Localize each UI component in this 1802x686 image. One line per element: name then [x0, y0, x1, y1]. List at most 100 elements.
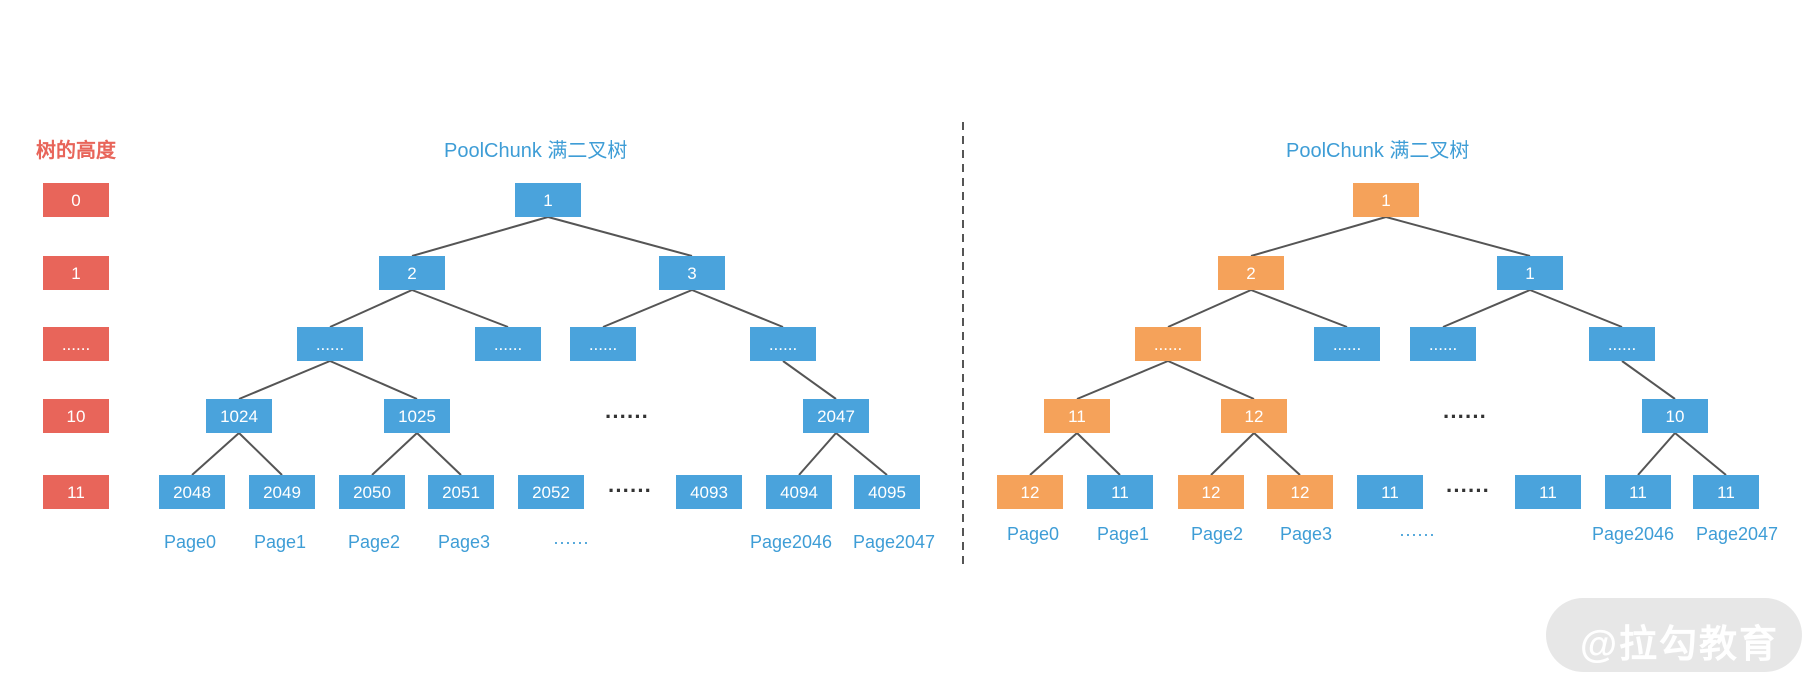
- right-edge-root-l1_right: [1385, 216, 1531, 257]
- left-node-box: [339, 475, 405, 509]
- left-node-box: [518, 475, 584, 509]
- right-edge-l3_c-l4_g: [1637, 432, 1676, 476]
- tree-edges: [191, 216, 1727, 476]
- right-node-l4_e: 11: [1357, 475, 1423, 509]
- left-page-label-0: Page0: [163, 532, 217, 552]
- right-edge-l1_left-l2_a: [1167, 289, 1252, 328]
- left-node-box: [384, 399, 450, 433]
- right-page-label-1: Page1: [1096, 524, 1150, 544]
- left-node-label: 4094: [780, 483, 818, 502]
- ellipses: ······ ······ ······ ······: [605, 404, 1490, 503]
- left-node-l1_right: 3: [659, 256, 725, 290]
- height-level-label: 10: [67, 407, 86, 426]
- right-node-l2_a: ......: [1135, 327, 1201, 361]
- left-node-box: [750, 327, 816, 361]
- left-ellipsis-mid: ······: [605, 404, 649, 429]
- height-level-box: [43, 183, 109, 217]
- right-node-l3_a: 11: [1044, 399, 1110, 433]
- left-node-l4_g: 4094: [766, 475, 832, 509]
- right-ellipsis-leaf: ······: [1446, 478, 1490, 503]
- watermark-text: @拉勾教育: [1580, 624, 1780, 666]
- right-node-box: [1515, 475, 1581, 509]
- right-node-box: [1497, 256, 1563, 290]
- right-edge-l2_a-l3_a: [1076, 360, 1169, 400]
- left-node-label: 4093: [690, 483, 728, 502]
- left-node-l2_d: ......: [750, 327, 816, 361]
- right-node-label: 1: [1381, 191, 1390, 210]
- right-node-label: ......: [1608, 335, 1636, 354]
- left-edge-l3_b-l4_d: [416, 432, 462, 476]
- right-ellipsis-mid: ······: [1443, 404, 1487, 429]
- left-node-l4_f: 4093: [676, 475, 742, 509]
- left-node-label: ......: [494, 335, 522, 354]
- right-edge-l2_a-l3_b: [1167, 360, 1255, 400]
- left-node-box: [159, 475, 225, 509]
- left-node-label: 3: [687, 264, 696, 283]
- right-node-l3_b: 12: [1221, 399, 1287, 433]
- left-node-box: [570, 327, 636, 361]
- right-node-l4_d: 12: [1267, 475, 1333, 509]
- left-page-label-2: Page2: [347, 532, 401, 552]
- left-node-label: 2051: [442, 483, 480, 502]
- tree-height-title: 树的高度: [36, 140, 116, 162]
- right-edge-l1_right-l2_d: [1529, 289, 1623, 328]
- left-edge-root-l1_left: [411, 216, 549, 257]
- right-node-label: 2: [1246, 264, 1255, 283]
- left-edge-l3_c-l4_g: [798, 432, 837, 476]
- right-edge-l3_c-l4_h: [1674, 432, 1727, 476]
- left-node-box: [854, 475, 920, 509]
- left-node-label: 2049: [263, 483, 301, 502]
- height-level-box: [43, 327, 109, 361]
- height-level-1: 1: [43, 256, 109, 290]
- left-node-l3_a: 1024: [206, 399, 272, 433]
- left-edge-l3_c-l4_h: [835, 432, 888, 476]
- left-edge-l2_a-l3_b: [329, 360, 418, 400]
- left-node-l1_left: 2: [379, 256, 445, 290]
- left-node-box: [475, 327, 541, 361]
- left-node-box: [297, 327, 363, 361]
- right-node-box: [1605, 475, 1671, 509]
- left-node-label: ......: [589, 335, 617, 354]
- height-level-label: 1: [71, 264, 80, 283]
- right-edge-l2_d-l3_c: [1621, 360, 1676, 400]
- right-page-label-0: Page0: [1006, 524, 1060, 544]
- height-level-box: [43, 399, 109, 433]
- left-node-label: ......: [769, 335, 797, 354]
- right-node-box: [1135, 327, 1201, 361]
- left-node-label: 2050: [353, 483, 391, 502]
- left-node-box: [379, 256, 445, 290]
- right-node-label: 10: [1666, 407, 1685, 426]
- right-node-label: 12: [1202, 483, 1221, 502]
- left-page-label-6: Page2047: [852, 532, 936, 552]
- right-node-l2_d: ......: [1589, 327, 1655, 361]
- left-node-label: 2048: [173, 483, 211, 502]
- height-level-box: [43, 475, 109, 509]
- left-edge-l3_a-l4_b: [238, 432, 283, 476]
- right-node-l4_g: 11: [1605, 475, 1671, 509]
- right-node-box: [1221, 399, 1287, 433]
- right-node-label: 11: [1111, 483, 1129, 502]
- left-node-box: [249, 475, 315, 509]
- right-page-label-5: Page2046: [1591, 524, 1675, 544]
- left-page-label-5: Page2046: [749, 532, 833, 552]
- left-edge-l1_right-l2_c: [602, 289, 693, 328]
- right-edge-l3_b-l4_d: [1253, 432, 1301, 476]
- right-node-l2_b: ......: [1314, 327, 1380, 361]
- right-node-box: [1314, 327, 1380, 361]
- left-edge-l3_b-l4_c: [371, 432, 418, 476]
- left-node-box: [803, 399, 869, 433]
- left-node-label: 2: [407, 264, 416, 283]
- right-edge-root-l1_left: [1250, 216, 1387, 257]
- right-node-l4_a: 12: [997, 475, 1063, 509]
- height-level-box: [43, 256, 109, 290]
- left-node-box: [676, 475, 742, 509]
- left-ellipsis-leaf: ······: [608, 478, 652, 503]
- right-node-label: 12: [1291, 483, 1310, 502]
- left-node-l4_d: 2051: [428, 475, 494, 509]
- left-page-label-4: ······: [553, 532, 589, 552]
- left-node-l3_c: 2047: [803, 399, 869, 433]
- left-node-l2_c: ......: [570, 327, 636, 361]
- left-node-label: 2052: [532, 483, 570, 502]
- right-node-label: ......: [1154, 335, 1182, 354]
